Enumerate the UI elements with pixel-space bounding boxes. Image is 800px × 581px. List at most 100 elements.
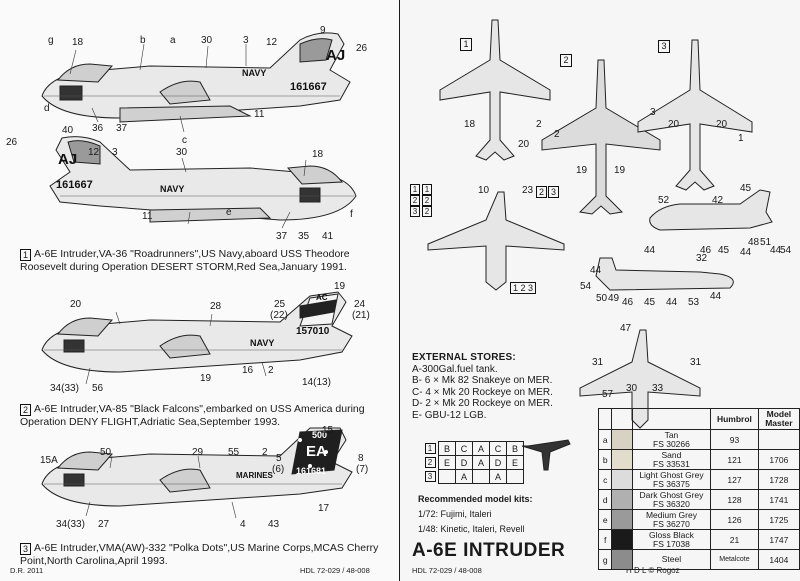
- left-sheet: 161667 NAVY AJ 161667 NAVY AJ 157010 NAV…: [6, 25, 390, 575]
- callout: 43: [268, 519, 280, 530]
- store-item: E- GBU-12 LGB.: [412, 409, 487, 421]
- callout: 28: [210, 301, 222, 312]
- callout: 3: [548, 186, 559, 198]
- callout: 1: [738, 133, 744, 144]
- a2-code: AJ: [58, 151, 77, 168]
- callout: 2: [536, 119, 542, 130]
- color-letter: b: [140, 35, 146, 46]
- store-item: A-300Gal.fuel tank.: [412, 363, 498, 375]
- callout: 16: [242, 365, 254, 376]
- callout: 46: [622, 297, 634, 308]
- callout: 26: [356, 43, 368, 54]
- plan-views-drawing: [427, 19, 773, 471]
- callout: 3: [243, 35, 249, 46]
- callout: 25: [274, 299, 286, 310]
- callout: 49: [608, 293, 620, 304]
- callout: 19: [614, 165, 626, 176]
- callout: 10: [478, 185, 490, 196]
- view-2-underside: [541, 59, 661, 215]
- callout: 20: [70, 299, 82, 310]
- callout: 30: [626, 383, 638, 394]
- callout: 37: [276, 231, 288, 242]
- callout: 44: [740, 247, 752, 258]
- callout: 20: [668, 119, 680, 130]
- callout: 30: [201, 35, 213, 46]
- callout: 12: [88, 147, 100, 158]
- callout: 3: [650, 107, 656, 118]
- color-swatch: [611, 429, 633, 450]
- callout: 31: [592, 357, 604, 368]
- a2-navy: NAVY: [160, 184, 184, 194]
- callout: 14(13): [302, 377, 331, 388]
- callout: 8: [358, 453, 364, 464]
- aircraft-1-profile: [41, 32, 351, 123]
- kits-title: Recommended model kits:: [418, 494, 533, 504]
- footer: HDL 72-029 / 48-008: [412, 566, 482, 575]
- view-3-plan: [637, 39, 753, 191]
- callout: (6): [272, 464, 285, 475]
- store-item: D- 2 × Mk 20 Rockeye on MER.: [412, 398, 553, 409]
- view-number: 1: [460, 38, 472, 51]
- credit: H D L © Rogoz: [626, 566, 680, 575]
- callout: 55: [228, 447, 240, 458]
- sheet-title: A-6E INTRUDER: [412, 540, 566, 561]
- callout: 57: [602, 389, 614, 400]
- callout: 4: [240, 519, 246, 530]
- caption-text: A-6E Intruder,VA-85 "Black Falcons",emba…: [20, 403, 365, 428]
- a3-serial: 157010: [296, 326, 330, 337]
- callout: 54: [780, 245, 792, 256]
- callout: 5: [276, 453, 282, 464]
- a1-serial: 161667: [290, 81, 327, 93]
- side-view-2: [595, 257, 734, 291]
- callout: 2: [262, 447, 268, 458]
- callout: 56: [92, 383, 104, 394]
- callout: 2: [554, 129, 560, 140]
- callout: 20: [716, 119, 728, 130]
- side-view-1: [649, 189, 773, 231]
- view-1-plan: [439, 19, 551, 161]
- callout: 15: [322, 425, 334, 436]
- a3-code: AC: [316, 293, 328, 302]
- a1-navy: NAVY: [242, 68, 266, 78]
- color-letter: g: [48, 35, 54, 46]
- callout: 9: [320, 25, 326, 36]
- callout: 19: [334, 281, 346, 292]
- view-number: 3: [658, 40, 670, 53]
- store-item: C- 4 × Mk 20 Rockeye on MER.: [412, 386, 553, 398]
- caption-text: A-6E Intruder,VA-36 "Roadrunners",US Nav…: [20, 248, 350, 273]
- callout: 31: [690, 357, 702, 368]
- a4-modex: 500: [312, 430, 327, 440]
- caption-text: A-6E Intruder,VMA(AW)-332 "Polka Dots",U…: [20, 542, 379, 567]
- callout: 44: [590, 265, 602, 276]
- callout: 27: [98, 519, 110, 530]
- view-number: 2: [560, 54, 572, 67]
- side-key: 1 2 3: [510, 282, 537, 294]
- callout: 19: [576, 165, 588, 176]
- callout: 44: [666, 297, 678, 308]
- footer-right: HDL 72-029 / 48-008: [300, 566, 370, 575]
- color-letter: f: [350, 209, 353, 220]
- callout: 48: [748, 237, 760, 248]
- callout: 29: [192, 447, 204, 458]
- pylon-silhouette: [521, 439, 571, 471]
- callout: 34(33): [56, 519, 85, 530]
- callout: 40: [62, 125, 74, 136]
- color-swatch: [611, 489, 633, 510]
- a2-serial: 161667: [56, 179, 93, 191]
- stores-title: EXTERNAL STORES:: [412, 352, 516, 363]
- callout: 18: [72, 37, 84, 48]
- callout: 26: [6, 137, 18, 148]
- a4-code: EA: [306, 443, 327, 460]
